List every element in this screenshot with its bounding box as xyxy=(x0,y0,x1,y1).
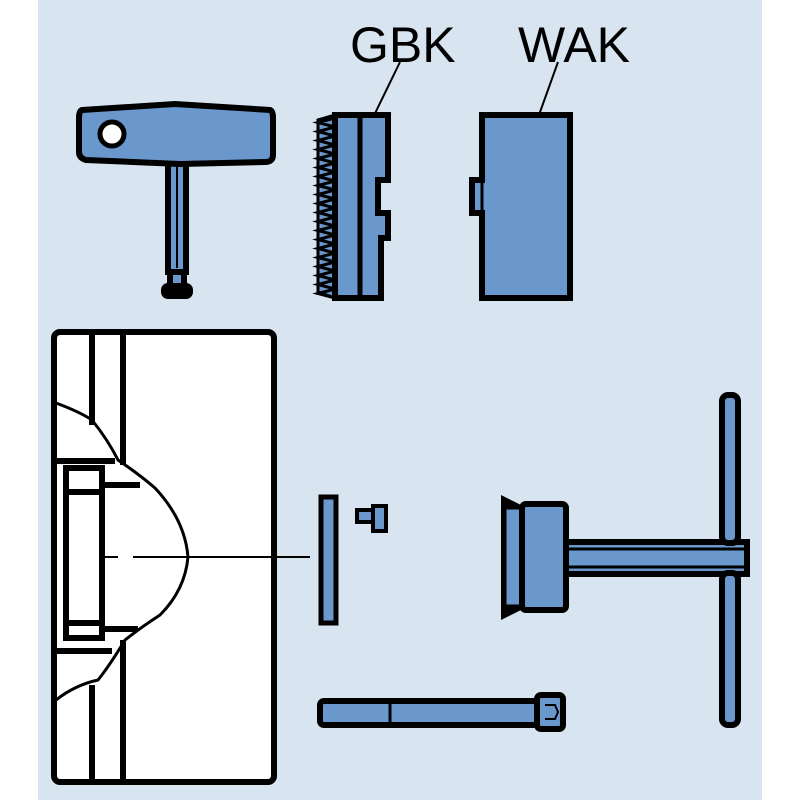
wak-jaw xyxy=(469,112,573,301)
gbk-jaw xyxy=(312,112,391,301)
t-handle-key xyxy=(76,100,276,299)
small-pin xyxy=(355,504,388,533)
shim-bar xyxy=(318,494,339,626)
chuck-body xyxy=(51,329,310,785)
label-gbk: GBK xyxy=(350,17,456,73)
label-wak: WAK xyxy=(518,17,630,73)
puller-tool xyxy=(501,392,750,728)
cap-screw xyxy=(317,692,566,732)
